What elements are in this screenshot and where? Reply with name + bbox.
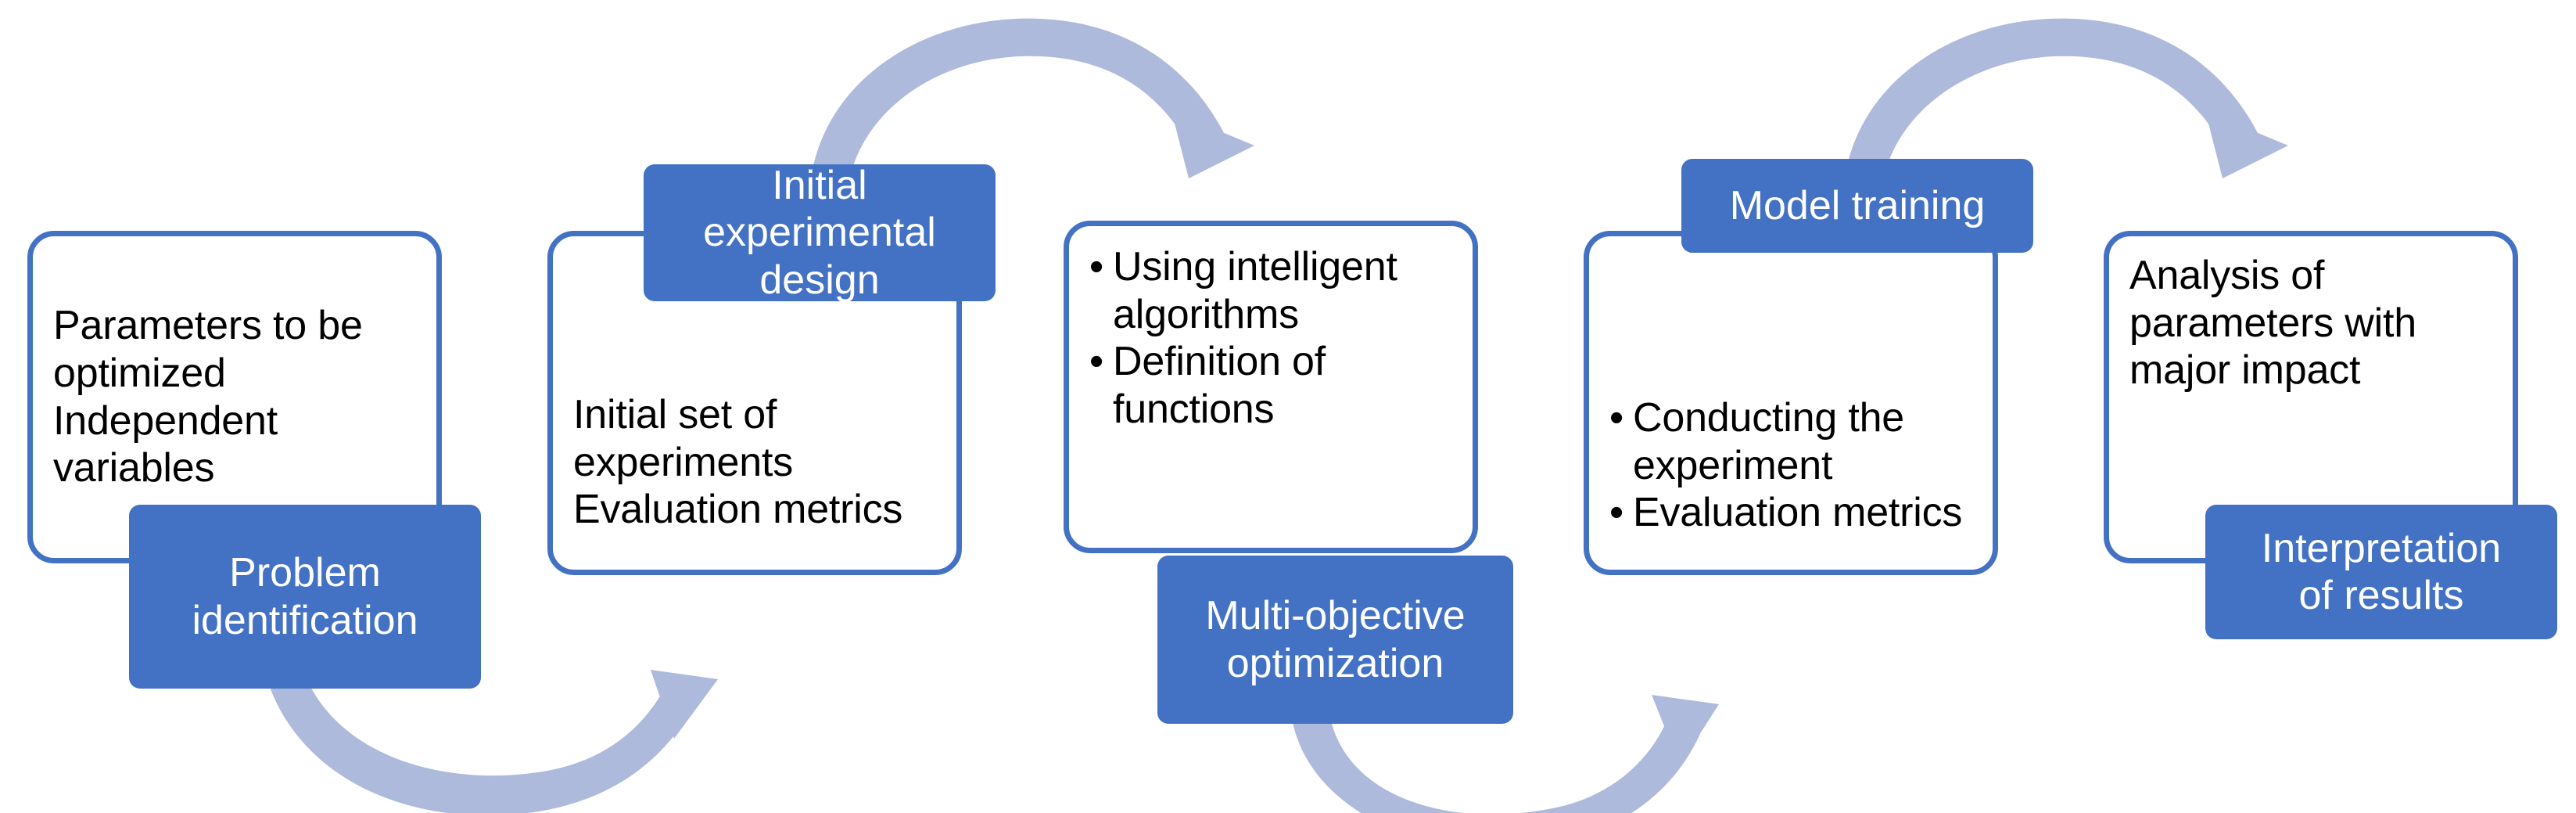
- stage-4-content-box: Conducting the experiment Evaluation met…: [1584, 231, 1998, 575]
- stage-3-line-2: Definition of functions: [1089, 338, 1452, 433]
- stage-2-line-2: Evaluation metrics: [573, 487, 903, 533]
- stage-1-label-box[interactable]: Problem identification: [129, 505, 481, 689]
- stage-3-line-1: Using intelligent algorithms: [1089, 243, 1452, 338]
- stage-4-label-box[interactable]: Model training: [1681, 159, 2033, 253]
- stage-5-label-box[interactable]: Interpretation of results: [2205, 505, 2557, 639]
- stage-2-label-box[interactable]: Initial experimental design: [644, 163, 996, 303]
- stage-1-line-1: Parameters to be optimized: [53, 303, 374, 396]
- stage-4-label-text: Model training: [1729, 182, 1986, 228]
- stage-2-line-1: Initial set of experiments: [573, 392, 794, 485]
- stage-5-line-1: Analysis of parameters with major impact: [2129, 253, 2428, 394]
- stage-3-label-text: Multi-objective optimization: [1205, 593, 1466, 686]
- stage-1-label-text: Problem identification: [192, 550, 418, 643]
- stage-1-line-2: Independent variables: [53, 398, 289, 491]
- arrow-training-to-interpretation-icon: [1847, 18, 2288, 178]
- stage-4-line-2: Evaluation metrics: [1609, 489, 1972, 537]
- stage-5-label-text: Interpretation of results: [2261, 525, 2502, 618]
- stage-3-content-box: Using intelligent algorithms Definition …: [1064, 221, 1478, 553]
- arrow-design-to-optimization-icon: [813, 18, 1254, 178]
- stage-4-line-1: Conducting the experiment: [1609, 394, 1972, 489]
- stage-2-label-text: Initial experimental design: [703, 163, 936, 303]
- stage-3-label-box[interactable]: Multi-objective optimization: [1157, 556, 1513, 724]
